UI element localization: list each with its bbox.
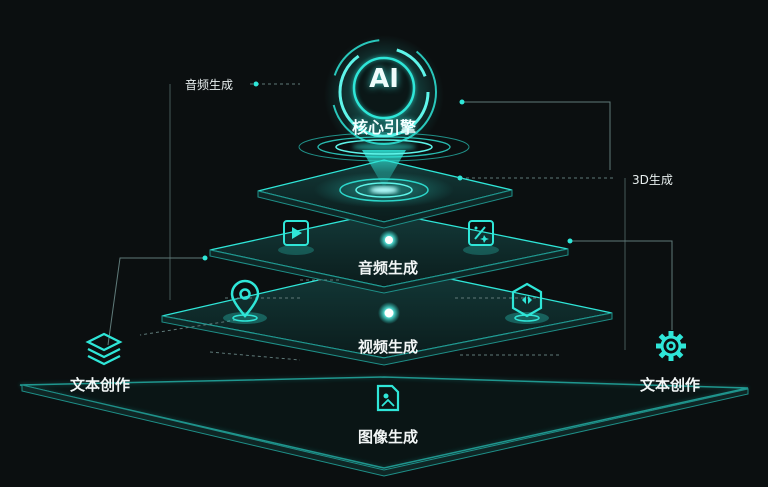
- layer-center-dots: [378, 230, 400, 324]
- layers-icon: [85, 332, 123, 366]
- sparkle-icon: [463, 220, 499, 255]
- callout-lines: [107, 83, 673, 361]
- location-pin-icon: [223, 279, 267, 324]
- layer-4-plate: [19, 376, 749, 477]
- play-icon: [278, 220, 314, 255]
- layer-4-label: 图像生成: [358, 428, 419, 446]
- gear-icon: [656, 331, 686, 361]
- callout-label-left-bottom: 文本创作: [70, 376, 131, 394]
- layer-3-label: 视频生成: [358, 338, 419, 356]
- code-cube-icon: [505, 282, 549, 324]
- callout-dots: [202, 81, 573, 261]
- image-file-icon: [376, 384, 400, 412]
- callout-label-right-bottom: 文本创作: [640, 376, 701, 394]
- callout-label-right: 3D生成: [632, 173, 673, 187]
- callout-label-top-left: 音频生成: [185, 78, 234, 92]
- layer-1-plate: [257, 159, 513, 229]
- ai-core-rings: [324, 35, 444, 155]
- layer-2-label: 音频生成: [358, 259, 419, 277]
- ai-core-subtitle: 核心引擎: [351, 118, 416, 137]
- ai-core-title: AI: [369, 64, 399, 94]
